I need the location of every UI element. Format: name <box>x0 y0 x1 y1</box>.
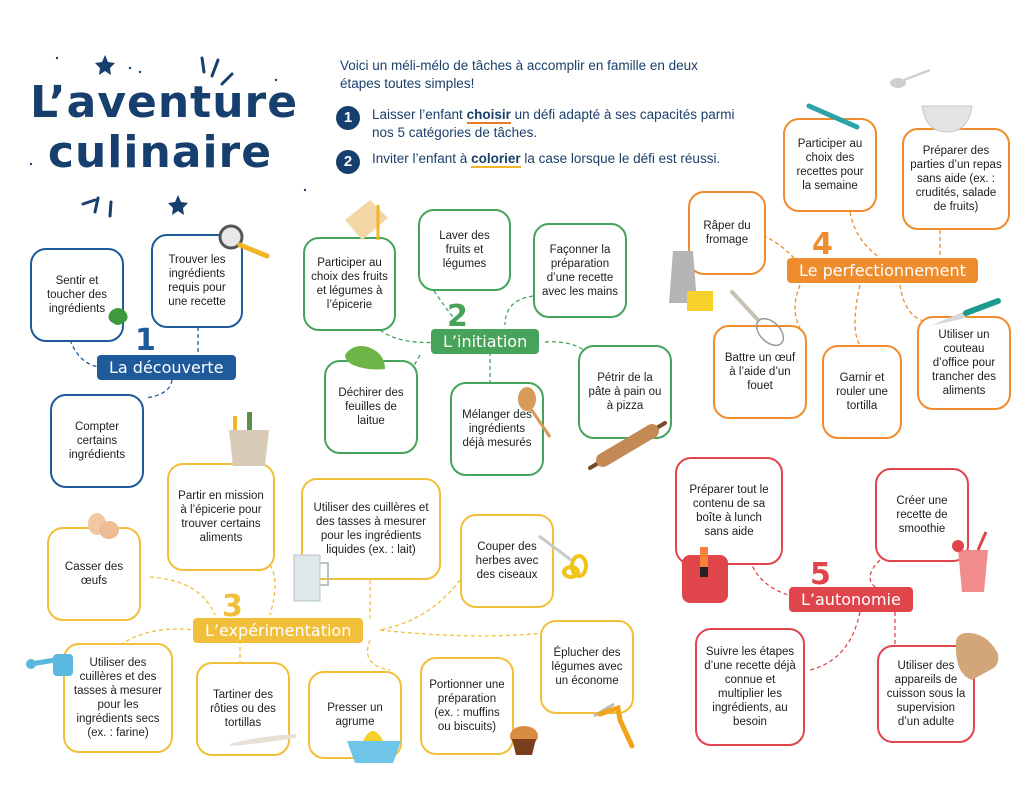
task-card-choix-recettes[interactable]: Participer au choix des recettes pour la… <box>783 118 877 212</box>
lettuce-icon <box>345 346 385 370</box>
category-number-1: 1 <box>135 323 156 358</box>
step-1: 1 Laisser l’enfant choisir un défi adapt… <box>336 106 736 142</box>
page-title: L’aventure culinaire <box>30 77 299 178</box>
knife-icon <box>930 298 1001 326</box>
task-card-portionner[interactable]: Portionner une préparation (ex. : muffin… <box>420 657 514 755</box>
category-label-decouverte[interactable]: La découverte <box>97 355 236 380</box>
eggs-icon <box>88 513 119 539</box>
oven-mitt-icon <box>955 632 999 680</box>
task-card-casser-oeufs[interactable]: Casser des œufs <box>47 527 141 621</box>
step-text-after: la case lorsque le défi est réussi. <box>520 151 721 166</box>
task-card-mesurer-liquides[interactable]: Utiliser des cuillères et des tasses à m… <box>301 478 441 580</box>
category-number-5: 5 <box>810 557 831 592</box>
category-label-experimentation[interactable]: L’expérimentation <box>193 618 364 643</box>
muffin-icon <box>510 726 538 755</box>
grocery-bag-icon <box>229 412 269 466</box>
task-card-couper-herbes[interactable]: Couper des herbes avec des ciseaux <box>460 514 554 608</box>
task-card-compter[interactable]: Compter certains ingrédients <box>50 394 144 488</box>
task-card-eplucher[interactable]: Éplucher des légumes avec un économe <box>540 620 634 714</box>
step-text-before: Inviter l’enfant à <box>372 151 472 166</box>
step-text: Laisser l’enfant choisir un défi adapté … <box>372 106 736 142</box>
category-number-3: 3 <box>222 589 243 624</box>
task-card-couteau-office[interactable]: Utiliser un couteau d’office pour tranch… <box>917 316 1011 410</box>
measuring-cup-icon <box>26 654 73 676</box>
spoon-icon <box>890 68 931 88</box>
task-card-trouver-ingredients[interactable]: Trouver les ingrédients requis pour une … <box>151 234 243 328</box>
task-card-dechirer[interactable]: Déchirer des feuilles de laitue <box>324 360 418 454</box>
category-label-perfectionnement[interactable]: Le perfectionnement <box>787 258 978 283</box>
task-card-faconner[interactable]: Façonner la préparation d’une recette av… <box>533 223 627 318</box>
bowl-icon <box>921 105 973 133</box>
wooden-spoon-icon <box>518 387 552 438</box>
category-number-2: 2 <box>447 299 468 334</box>
task-card-garnir-tortilla[interactable]: Garnir et rouler une tortilla <box>822 345 902 439</box>
task-card-parties-repas[interactable]: Préparer des parties d’un repas sans aid… <box>902 128 1010 230</box>
task-card-petrir[interactable]: Pétrir de la pâte à pain ou à pizza <box>578 345 672 439</box>
task-card-battre-oeuf[interactable]: Battre un œuf à l’aide d’un fouet <box>713 325 807 419</box>
notepad-pencil-icon <box>345 200 388 240</box>
task-card-suivre-etapes[interactable]: Suivre les étapes d’une recette déjà con… <box>695 628 805 746</box>
category-label-autonomie[interactable]: L’autonomie <box>789 587 913 612</box>
step-text-after: un défi adapté à ses capacités parmi nos… <box>372 107 735 140</box>
peeler-icon <box>593 702 635 749</box>
task-card-choix-fruits[interactable]: Participer au choix des fruits et légume… <box>303 237 396 331</box>
title-line-2: culinaire <box>47 127 273 178</box>
smoothie-icon <box>952 531 988 592</box>
intro-text: Voici un méli-mélo de tâches à accomplir… <box>340 58 698 91</box>
task-card-raper-fromage[interactable]: Râper du fromage <box>688 191 766 275</box>
citrus-press-icon <box>347 731 401 763</box>
step-text-before: Laisser l’enfant <box>372 107 467 122</box>
step-2: 2 Inviter l’enfant à colorier la case lo… <box>336 150 736 174</box>
category-number-4: 4 <box>812 227 833 262</box>
step-text: Inviter l’enfant à colorier la case lors… <box>372 150 720 168</box>
sparkle-icon <box>29 55 307 218</box>
task-card-mesurer-secs[interactable]: Utiliser des cuillères et des tasses à m… <box>63 643 173 753</box>
task-card-mission-epicerie[interactable]: Partir en mission à l’épicerie pour trou… <box>167 463 275 571</box>
pencil-icon <box>806 103 860 130</box>
magnifier-icon <box>218 224 270 259</box>
lunch-bag-icon <box>682 547 728 603</box>
step-highlight: colorier <box>471 151 521 168</box>
step-number-badge: 2 <box>336 150 360 174</box>
task-card-laver[interactable]: Laver des fruits et légumes <box>418 209 511 291</box>
parsley-icon <box>108 308 128 333</box>
scissors-icon <box>538 534 588 579</box>
grater-cheese-icon <box>669 251 713 311</box>
task-card-boite-lunch[interactable]: Préparer tout le contenu de sa boîte à l… <box>675 457 783 565</box>
title-line-1: L’aventure <box>30 77 299 128</box>
butter-knife-icon <box>230 734 296 746</box>
step-highlight: choisir <box>466 107 511 124</box>
task-card-smoothie[interactable]: Créer une recette de smoothie <box>875 468 969 562</box>
category-label-initiation[interactable]: L’initiation <box>431 329 540 354</box>
step-number-badge: 1 <box>336 106 360 130</box>
whisk-icon <box>730 290 785 347</box>
task-card-sentir[interactable]: Sentir et toucher des ingrédients <box>30 248 124 342</box>
rolling-pin-icon <box>588 421 667 470</box>
measuring-jug-icon <box>293 554 329 602</box>
